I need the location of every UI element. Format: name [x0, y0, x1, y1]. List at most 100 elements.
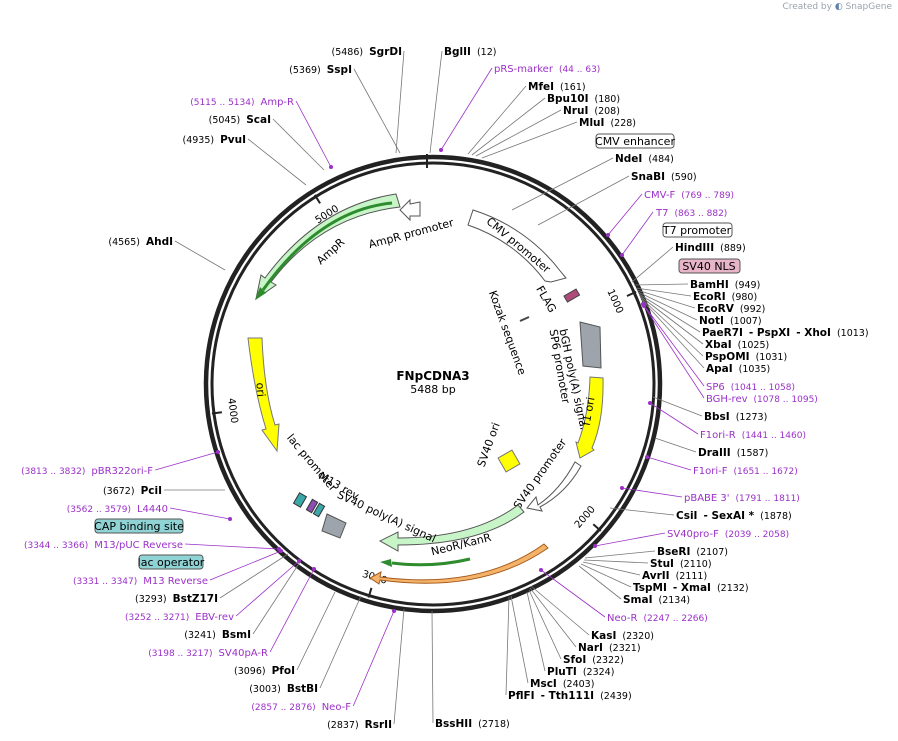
label-name: StuI [650, 558, 674, 570]
label-name: CMV-F [644, 190, 675, 201]
feature-bgh-polya [579, 321, 602, 369]
label-position: (1013) [837, 328, 869, 339]
label-name: pBABE 3' [684, 493, 730, 504]
leader-line-12 [537, 175, 630, 226]
snapgene-brand-name: SnapGene [845, 2, 892, 12]
feature-lac-cluster [292, 492, 326, 518]
primer-binding-mark-42 [279, 549, 283, 553]
label-name: pBR322ori-F [91, 466, 153, 477]
label-position: (4565) [108, 237, 140, 248]
tick-mark-1000 [626, 290, 637, 297]
leader-line-31 [646, 456, 692, 471]
leader-line-37 [184, 543, 280, 550]
label-name: RsrII [365, 719, 392, 731]
primer-label-13: CMV-F (769 .. 789) [644, 190, 734, 201]
label-name: NotI [699, 315, 724, 327]
label-position: (3198 .. 3217) [148, 649, 212, 659]
label-name: pRS-marker [494, 64, 554, 75]
label-position: (1878) [760, 511, 792, 522]
leader-line-59 [431, 610, 434, 724]
leader-line-30 [155, 451, 219, 471]
label-position: (484) [648, 154, 674, 165]
label-name: F1ori-R [700, 430, 736, 441]
label-name: M13 Reverse [143, 576, 208, 587]
label-name: CsiI [676, 510, 697, 522]
label-position: (949) [735, 280, 761, 291]
leader-line-56 [505, 596, 510, 696]
feature-ori [247, 337, 280, 453]
site-label-18: EcoRI(980) [693, 291, 757, 303]
feature-flag [563, 288, 581, 303]
label-name: PfoI [272, 665, 295, 677]
feature-sv40-ori-label: SV40 ori [475, 421, 503, 469]
label-name: SP6 [706, 382, 725, 393]
site-label-8: (5045)ScaI [209, 114, 271, 126]
primer-label-50: (3198 .. 3217) SV40pA-R [148, 648, 268, 659]
leader-line-21 [638, 293, 701, 333]
feature-ampr-promoter-label: AmpR promoter [367, 216, 455, 251]
label-position: (2039 .. 2058) [725, 530, 789, 540]
label-name: PvuI [220, 134, 246, 146]
site-label-49: NarI(2321) [578, 642, 641, 654]
leader-line-47 [252, 561, 301, 635]
leader-line-58 [393, 608, 405, 725]
label-name: SmaI [623, 594, 653, 606]
label-position: (2132) [717, 583, 749, 594]
site-label-9: MluI(228) [579, 117, 636, 129]
label-name: SgrDI [369, 46, 402, 58]
label-name: MluI [579, 117, 604, 129]
t7-promoter-callout-text: T7 promoter [662, 224, 732, 237]
feature-lac-promoter-label: lac promoter [284, 432, 340, 495]
sv40-nls-callout-text: SV40 NLS [682, 260, 735, 273]
label-name: SV40pA-R [219, 648, 268, 659]
primer-label-3: pRS-marker(44 .. 63) [494, 64, 600, 75]
cmv-enhancer-callout: CMV enhancer [595, 133, 675, 149]
cmv-enhancer-callout-text: CMV enhancer [595, 135, 675, 148]
feature-ori-label: ori [253, 382, 267, 397]
label-position: (1651 .. 1672) [733, 467, 797, 477]
site-label-40: AvrII(2111) [642, 570, 707, 582]
leader-layer [155, 50, 705, 725]
label-name: M13/pUC Reverse [94, 540, 183, 551]
primer-label-14: T7(863 .. 882) [655, 208, 727, 219]
leader-line-24 [641, 299, 705, 369]
label-position: (1041 .. 1058) [731, 383, 795, 393]
leader-line-23 [640, 297, 704, 357]
feature-sv40-promoter [526, 461, 582, 512]
leader-line-15 [174, 240, 226, 271]
leader-line-44 [219, 553, 289, 599]
feature-sv40-polya [321, 513, 347, 539]
primer-label-26: BGH-rev(1078 .. 1095) [706, 394, 818, 405]
label-position: (3331 .. 3347) [73, 577, 137, 587]
leader-line-7 [475, 109, 562, 157]
label-name: PciI [141, 485, 162, 497]
primer-label-42: (3331 .. 3347) M13 Reverse [73, 576, 208, 587]
primer-binding-mark-33 [620, 486, 624, 490]
label-name: PaeR7I [702, 327, 743, 339]
leader-line-36 [594, 532, 666, 547]
label-position: (769 .. 789) [681, 191, 734, 201]
label-position: (1441 .. 1460) [742, 431, 806, 441]
label-name: AvrII [642, 570, 670, 582]
site-label-20: NotI(1007) [699, 315, 762, 327]
feature-kozak [519, 316, 530, 322]
site-label-39: StuI(2110) [650, 558, 712, 570]
leader-line-22 [639, 295, 704, 345]
tick-label-1000: 1000 [604, 288, 625, 316]
t7-promoter-callout: T7 promoter [662, 222, 733, 238]
leader-line-54 [319, 595, 362, 689]
site-label-21: PaeR7I- PspXI- XhoI(1013) [702, 327, 869, 339]
label-position: (2403) [563, 679, 595, 690]
site-label-6: Bpu10I(180) [547, 93, 620, 105]
primer-label-46: Neo-R(2247 .. 2266) [607, 613, 708, 624]
label-position: (1025) [738, 340, 770, 351]
label-name: SfoI [563, 654, 586, 666]
site-label-12: SnaBI(590) [631, 171, 697, 183]
feature-f1-ori-label: f1 ori [580, 396, 598, 427]
site-label-52: (3096)PfoI [234, 665, 295, 677]
tick-mark-5000 [313, 194, 321, 204]
label-name: PluTI [547, 666, 577, 678]
feature-orange-arc [369, 543, 549, 585]
